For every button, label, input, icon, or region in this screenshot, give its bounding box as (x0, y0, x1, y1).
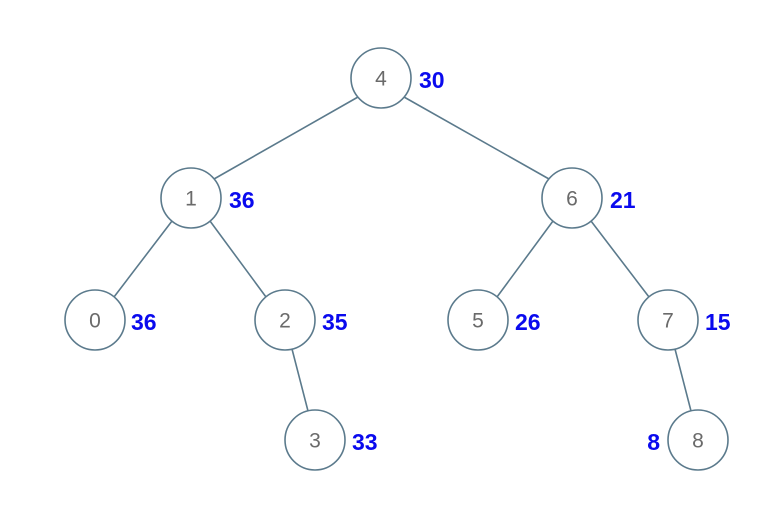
node-circle-7[interactable] (637, 289, 699, 351)
tree-node-1[interactable]: 1 36 (160, 167, 255, 229)
node-value-label-5: 26 (515, 309, 541, 335)
tree-node-6[interactable]: 6 21 (541, 167, 636, 229)
tree-edge-1-0 (113, 220, 173, 298)
node-key-label-6: 6 (566, 188, 578, 211)
node-key-label-8: 8 (692, 430, 704, 453)
node-circle-0[interactable] (64, 289, 126, 351)
node-value-label-0: 36 (131, 309, 157, 335)
edge-layer (113, 96, 692, 412)
node-value-label-1: 36 (229, 187, 255, 213)
node-key-label-1: 1 (185, 188, 197, 211)
node-value-label-4: 30 (419, 67, 445, 93)
node-circle-4[interactable] (350, 47, 412, 109)
node-value-label-8: 8 (647, 429, 660, 455)
node-key-label-7: 7 (662, 310, 674, 333)
node-circle-6[interactable] (541, 167, 603, 229)
node-key-label-3: 3 (309, 430, 321, 453)
tree-node-5[interactable]: 5 26 (447, 289, 541, 351)
tree-edge-4-6 (403, 96, 550, 180)
tree-node-2[interactable]: 2 35 (254, 289, 348, 351)
node-key-label-4: 4 (375, 68, 387, 91)
node-circle-3[interactable] (284, 409, 346, 471)
node-key-label-0: 0 (89, 310, 101, 333)
node-value-label-3: 33 (352, 429, 378, 455)
tree-node-8[interactable]: 88 (647, 409, 729, 471)
node-circle-1[interactable] (160, 167, 222, 229)
tree-edge-6-5 (496, 220, 554, 298)
node-key-label-2: 2 (279, 310, 291, 333)
tree-edge-4-1 (213, 96, 359, 180)
node-circle-5[interactable] (447, 289, 509, 351)
tree-edge-2-3 (291, 348, 309, 412)
tree-edge-7-8 (674, 348, 692, 412)
tree-node-0[interactable]: 0 36 (64, 289, 157, 351)
node-circle-2[interactable] (254, 289, 316, 351)
tree-edge-1-2 (209, 220, 267, 298)
node-value-label-6: 21 (610, 187, 636, 213)
node-value-label-7: 15 (705, 309, 731, 335)
tree-node-7[interactable]: 7 15 (637, 289, 731, 351)
node-circle-8[interactable] (667, 409, 729, 471)
node-key-label-5: 5 (472, 310, 484, 333)
tree-node-4[interactable]: 4 30 (350, 47, 445, 109)
tree-edge-6-7 (590, 220, 650, 298)
node-value-label-2: 35 (322, 309, 348, 335)
